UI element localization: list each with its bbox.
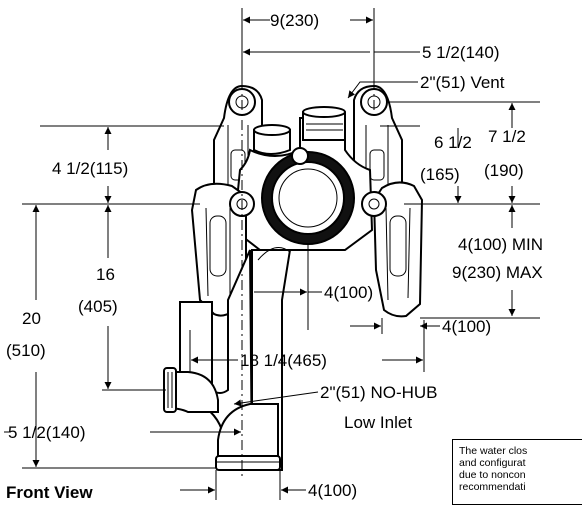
- dim-510: (510): [6, 341, 46, 360]
- dim-4-half-115: 4 1/2(115): [52, 159, 128, 178]
- note-line-4: recommendati: [459, 481, 526, 493]
- dim-9-230-max: 9(230) MAX: [452, 263, 543, 282]
- note-box: The water clos and configurat due to non…: [452, 439, 582, 505]
- no-hub-label: 2"(51) NO-HUB: [320, 383, 438, 402]
- view-title: Front View: [6, 483, 93, 502]
- vent-label: 2"(51) Vent: [420, 73, 505, 92]
- dim-20: 20: [22, 309, 41, 328]
- dim-4-100-min: 4(100) MIN: [458, 235, 543, 254]
- dim-190: (190): [484, 161, 524, 180]
- dim-16: 16: [96, 265, 115, 284]
- dim-405: (405): [78, 297, 118, 316]
- bottom-hub: [215, 403, 281, 471]
- dim-5-half-140-bottom: 5 1/2(140): [8, 423, 86, 442]
- dim-6-half: 6 1/2: [434, 133, 472, 152]
- dim-4-100-right: 4(100): [442, 317, 491, 336]
- outlet-ring: [261, 151, 355, 245]
- carrier-fitting: [163, 84, 424, 471]
- bolt-mid-right: [361, 191, 387, 217]
- note-line-2: and configurat: [459, 457, 526, 469]
- dim-165: (165): [420, 165, 460, 184]
- note-line-1: The water clos: [459, 445, 528, 457]
- dim-18-quarter-465: 18 1/4(465): [240, 351, 327, 370]
- dim-9-230: 9(230): [270, 11, 319, 30]
- dim-4-100-bottom: 4(100): [308, 481, 357, 500]
- no-hub-inlet-pipe: [163, 367, 219, 413]
- dim-5-half-140-top: 5 1/2(140): [422, 43, 500, 62]
- dim-4-100-center: 4(100): [324, 283, 373, 302]
- stub-pipe: [253, 129, 291, 155]
- dim-7-half: 7 1/2: [488, 127, 526, 146]
- low-inlet-label: Low Inlet: [344, 413, 412, 432]
- note-line-3: due to noncon: [459, 469, 526, 481]
